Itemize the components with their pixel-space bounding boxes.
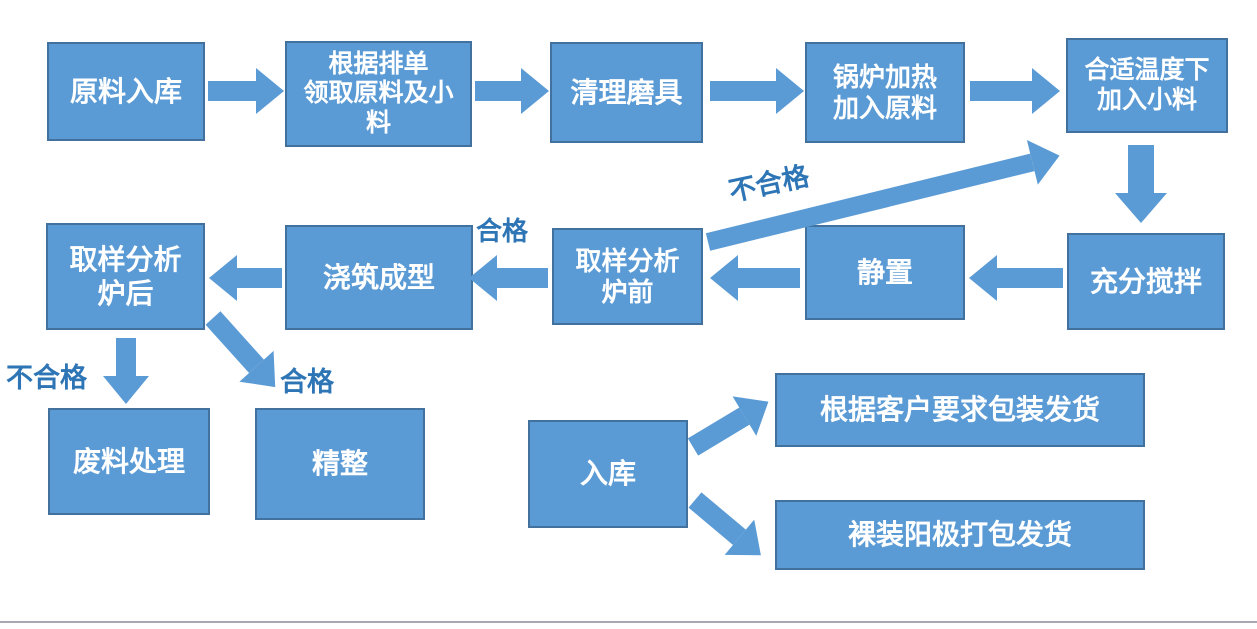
arrow-head-icon [969,255,997,301]
edge-label-qualified-bottom: 合格 [280,367,334,397]
node-waste-disposal: 废料处理 [48,408,210,515]
arrow-casting-to-sampling-after [209,255,282,301]
arrow-warehousing-to-bare-anode [680,482,776,573]
arrow-standing-to-sampling-before [710,255,800,301]
node-finishing: 精整 [255,408,425,520]
edge-label-qualified-mid: 合格 [476,216,529,246]
arrow-sampling-after-to-waste [103,338,149,404]
arrow-raw-to-collect [208,68,284,114]
arrow-shaft [738,268,800,288]
arrow-shaft [1128,145,1154,193]
arrow-head-icon [469,255,497,301]
arrow-boiler-to-additives [970,68,1060,114]
arrow-shaft [475,81,521,101]
arrow-collect-to-clean [475,68,549,114]
arrow-head-icon [1032,68,1060,114]
arrow-head-icon [256,68,284,114]
node-sampling-before-furnace: 取样分析 炉前 [552,228,703,325]
arrow-shaft [710,81,776,101]
arrow-head-icon [776,68,804,114]
arrow-shaft [688,492,746,545]
arrow-additives-to-stirring [1115,145,1167,223]
arrow-shaft [497,268,548,288]
node-warehousing: 入库 [528,420,688,528]
arrow-sampling-before-to-casting [469,255,548,301]
edge-label-unqualified-bottom: 不合格 [6,363,87,393]
arrow-clean-to-boiler [710,68,804,114]
arrow-head-icon [1026,133,1066,185]
arrow-head-icon [521,68,549,114]
node-package-per-customer: 根据客户要求包装发货 [775,373,1145,447]
arrow-shaft [687,407,750,456]
node-boiler-heating: 锅炉加热 加入原料 [805,42,965,143]
arrow-shaft [970,81,1032,101]
node-raw-material-storage: 原料入库 [47,42,205,141]
node-collect-materials: 根据排单 领取原料及小 料 [285,41,472,147]
arrow-shaft [997,268,1063,288]
arrow-shaft [237,268,282,288]
node-sampling-after-furnace: 取样分析 炉后 [46,223,205,330]
arrow-qualified-to-finishing [196,303,293,403]
arrow-stirring-to-standing [969,255,1063,301]
arrow-head-icon [209,255,237,301]
node-stirring: 充分搅拌 [1067,233,1225,330]
node-clean-mold: 清理磨具 [550,42,703,143]
arrow-head-icon [103,376,149,404]
arrow-shaft [205,311,264,373]
arrow-head-icon [1115,193,1167,223]
node-bare-anode-packing: 裸装阳极打包发货 [775,500,1145,570]
node-add-additives: 合适温度下 加入小料 [1066,38,1228,133]
node-standing: 静置 [805,225,965,320]
arrow-shaft [116,338,136,376]
arrow-shaft [208,81,256,101]
node-casting: 浇筑成型 [285,225,473,330]
arrow-warehousing-to-package [681,381,781,467]
bottom-divider [0,621,1257,623]
